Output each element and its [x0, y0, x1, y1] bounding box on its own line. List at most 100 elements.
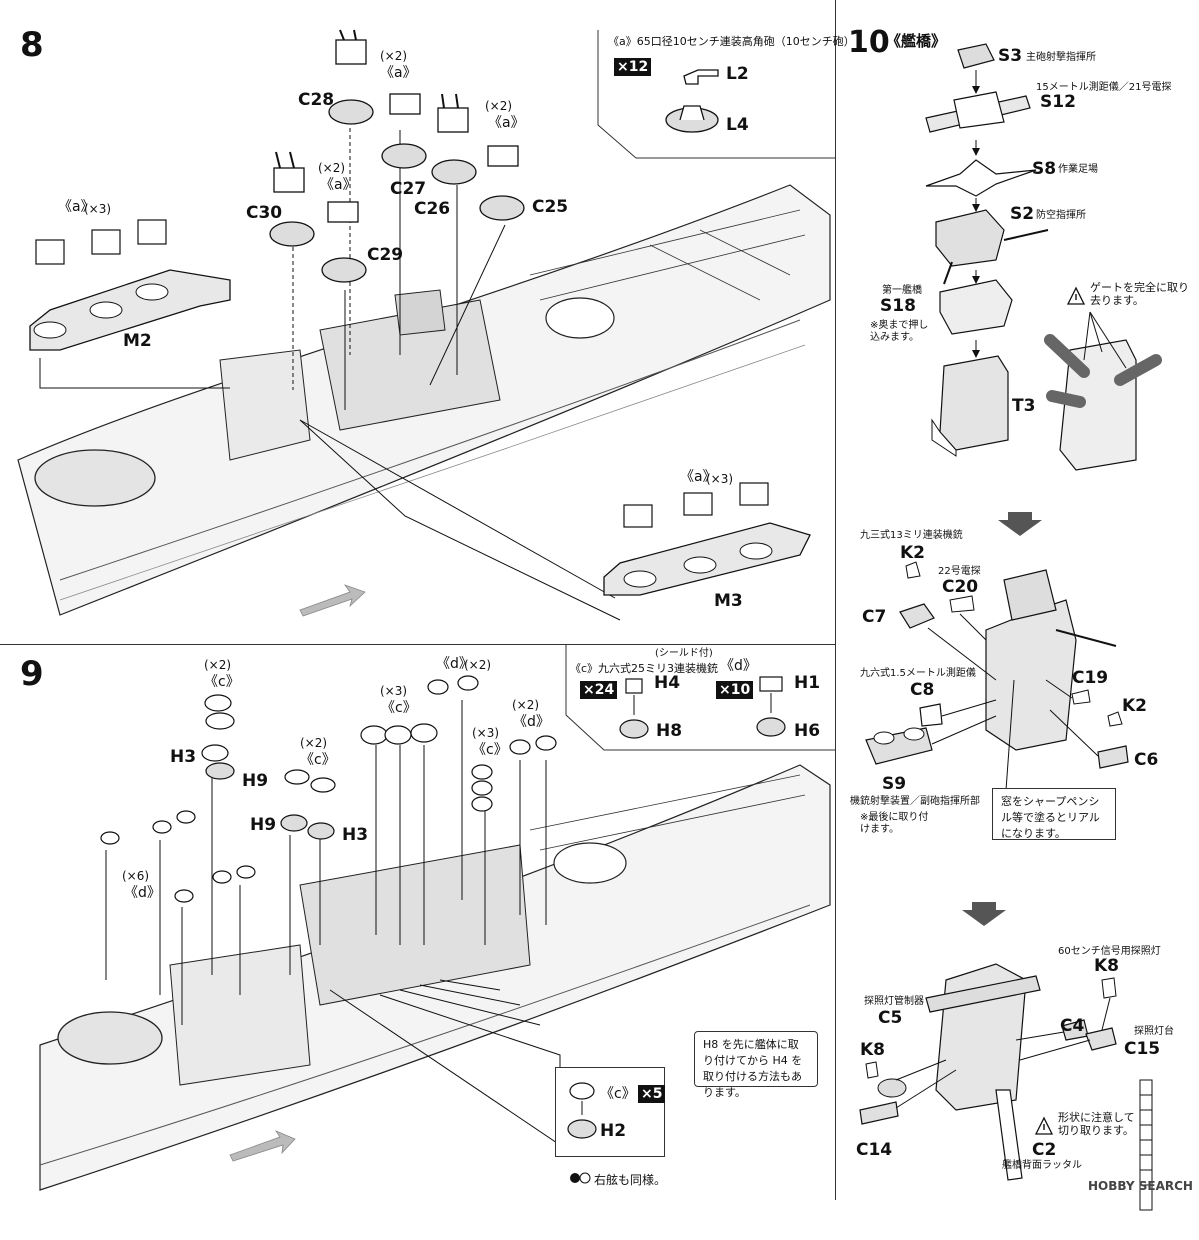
part-desc-C20: 22号電探: [938, 566, 981, 577]
group-mult: (×3): [472, 726, 500, 740]
step-9-panel: 9 (シールド付) 《c》九六式25ミリ3連装機銃 《d》 ×24 ×10 H4…: [0, 645, 836, 1200]
step-8-panel: 8 《a》65口径10センチ連装高角砲（10センチ砲） ×12 L2 L4: [0, 0, 855, 645]
legend-box-outline: [565, 645, 836, 751]
part-label-H4: H4: [654, 673, 681, 693]
part-label-H6: H6: [794, 721, 821, 741]
legend-tag-d: 《d》: [720, 658, 757, 674]
part-label-S18: S18: [880, 296, 916, 316]
group-tag: 《a》: [58, 199, 95, 215]
part-label-C19: C19: [1072, 668, 1109, 688]
part-label-C2: C2: [1032, 1140, 1057, 1160]
twin-gun-mount-C30: [269, 151, 315, 247]
group-mult: (×2): [380, 49, 408, 63]
part-label-H3: H3: [170, 747, 197, 767]
part-label-C30: C30: [246, 203, 283, 223]
part-label-C4: C4: [1060, 1016, 1085, 1036]
s18-note: ※奥まで押し込みます。: [870, 320, 929, 343]
gun-base-M2: [29, 219, 231, 351]
group-mult: (×2): [464, 658, 492, 672]
part-label-H2: H2: [600, 1121, 627, 1141]
group-tag: 《c》: [472, 742, 508, 758]
s9-note: ※最後に取り付けます。: [860, 812, 929, 835]
part-label-K2: K2: [1122, 696, 1148, 716]
group-mult: (×3): [380, 684, 408, 698]
group-mult: (×2): [512, 698, 540, 712]
gun-barrel-part-icon: [683, 69, 719, 85]
part-desc-K2: 九三式13ミリ連装機銃: [860, 530, 963, 541]
part-label-C14: C14: [856, 1140, 893, 1160]
part-desc-S12: 15メートル測距儀／21号電探: [1036, 82, 1172, 93]
gate-warning: ゲートを完全に取り去ります。: [1090, 281, 1189, 307]
part-desc-C15: 探照灯台: [1134, 1026, 1174, 1037]
part-label-C6: C6: [1134, 750, 1159, 770]
bridge-exploded-drawing: [925, 43, 1162, 536]
twin-gun-mount-C29: [321, 201, 367, 283]
gun-base-M3: [603, 482, 811, 596]
group-tag: 《a》: [680, 469, 717, 485]
part-desc-C8: 九六式1.5メートル測距儀: [860, 668, 976, 679]
step-number: 9: [20, 654, 44, 694]
group-tag: 《d》: [513, 714, 550, 730]
group-mult: (×2): [485, 99, 513, 113]
part-desc-C2: 艦橋背面ラッタル: [1002, 1160, 1082, 1171]
count-badge: ×5: [638, 1085, 666, 1103]
part-label-T3: T3: [1012, 396, 1036, 416]
group-tag: 《d》: [124, 885, 161, 901]
window-tip-note: 窓をシャープペンシル等で塗るとリアルになります。: [992, 788, 1116, 840]
part-label-C7: C7: [862, 607, 887, 627]
part-label-M3: M3: [714, 591, 743, 611]
extra-tag: 《c》: [600, 1086, 636, 1102]
shield-note: (シールド付): [655, 648, 713, 659]
group-mult: (×3): [706, 472, 734, 486]
triple-mg-shield-part-icon: [756, 676, 786, 737]
part-label-L4: L4: [726, 115, 749, 135]
count-badge-c: ×24: [580, 681, 618, 699]
part-desc-S3: 主砲射撃指揮所: [1026, 52, 1096, 63]
bridge-stage3-drawing: [859, 963, 1153, 1211]
part-label-C5: C5: [878, 1008, 903, 1028]
extra-part-box: [555, 1067, 665, 1157]
same-side-note: 右舷も同様。: [594, 1173, 667, 1187]
part-label-K8: K8: [860, 1040, 886, 1060]
group-tag: 《a》: [380, 65, 417, 81]
part-label-S3: S3: [998, 46, 1023, 66]
group-tag: 《c》: [204, 674, 240, 690]
legend-title: 《c》九六式25ミリ3連装機銃: [570, 662, 719, 675]
legend-title: 《a》65口径10センチ連装高角砲（10センチ砲）: [608, 35, 855, 48]
triple-mg-part-icon: [619, 678, 649, 739]
part-label-S8: S8: [1032, 159, 1057, 179]
part-label-H9: H9: [242, 771, 269, 791]
group-mult: (×3): [84, 202, 112, 216]
assembly-tip-text: H8 を先に艦体に取り付けてから H4 を取り付ける方法もあります。: [703, 1038, 803, 1099]
part-label-C15: C15: [1124, 1039, 1161, 1059]
gun-mount-part-icon: [665, 105, 719, 133]
step-title: 《艦橋》: [886, 32, 947, 50]
part-label-H8: H8: [656, 721, 683, 741]
group-tag: 《a》: [488, 115, 525, 131]
part-label-S2: S2: [1010, 204, 1035, 224]
cut-warning: 形状に注意して切り取ります。: [1058, 1111, 1135, 1137]
battleship-hull-drawing: [39, 700, 831, 1191]
step-number: 10: [848, 25, 890, 60]
group-tag: 《c》: [300, 752, 336, 768]
group-tag: 《a》: [320, 177, 357, 193]
mg-mount-icons: [100, 675, 557, 903]
part-label-C25: C25: [532, 197, 569, 217]
group-mult: (×2): [204, 658, 232, 672]
part-label-L2: L2: [726, 64, 749, 84]
part-desc-K8: 60センチ信号用探照灯: [1058, 946, 1161, 957]
group-mult: (×6): [122, 869, 150, 883]
twin-gun-mount-C28: [328, 29, 374, 125]
watermark: HOBBY SEARCH: [1088, 1179, 1193, 1193]
window-tip-text: 窓をシャープペンシル等で塗るとリアルになります。: [1001, 795, 1100, 840]
twin-gun-mount-C26: [431, 93, 477, 185]
twin-gun-mount-C27: [381, 93, 427, 169]
count-badge: ×12: [614, 58, 652, 76]
mirror-side-icon: [570, 1172, 591, 1184]
part-label-H9: H9: [250, 815, 277, 835]
part-desc-S18: 第一艦橋: [882, 285, 922, 296]
part-label-M2: M2: [123, 331, 152, 351]
part-label-C27: C27: [390, 179, 427, 199]
mg-mount-H2-icon: [567, 1082, 597, 1139]
assembly-tip-note: H8 を先に艦体に取り付けてから H4 を取り付ける方法もあります。: [694, 1031, 818, 1099]
